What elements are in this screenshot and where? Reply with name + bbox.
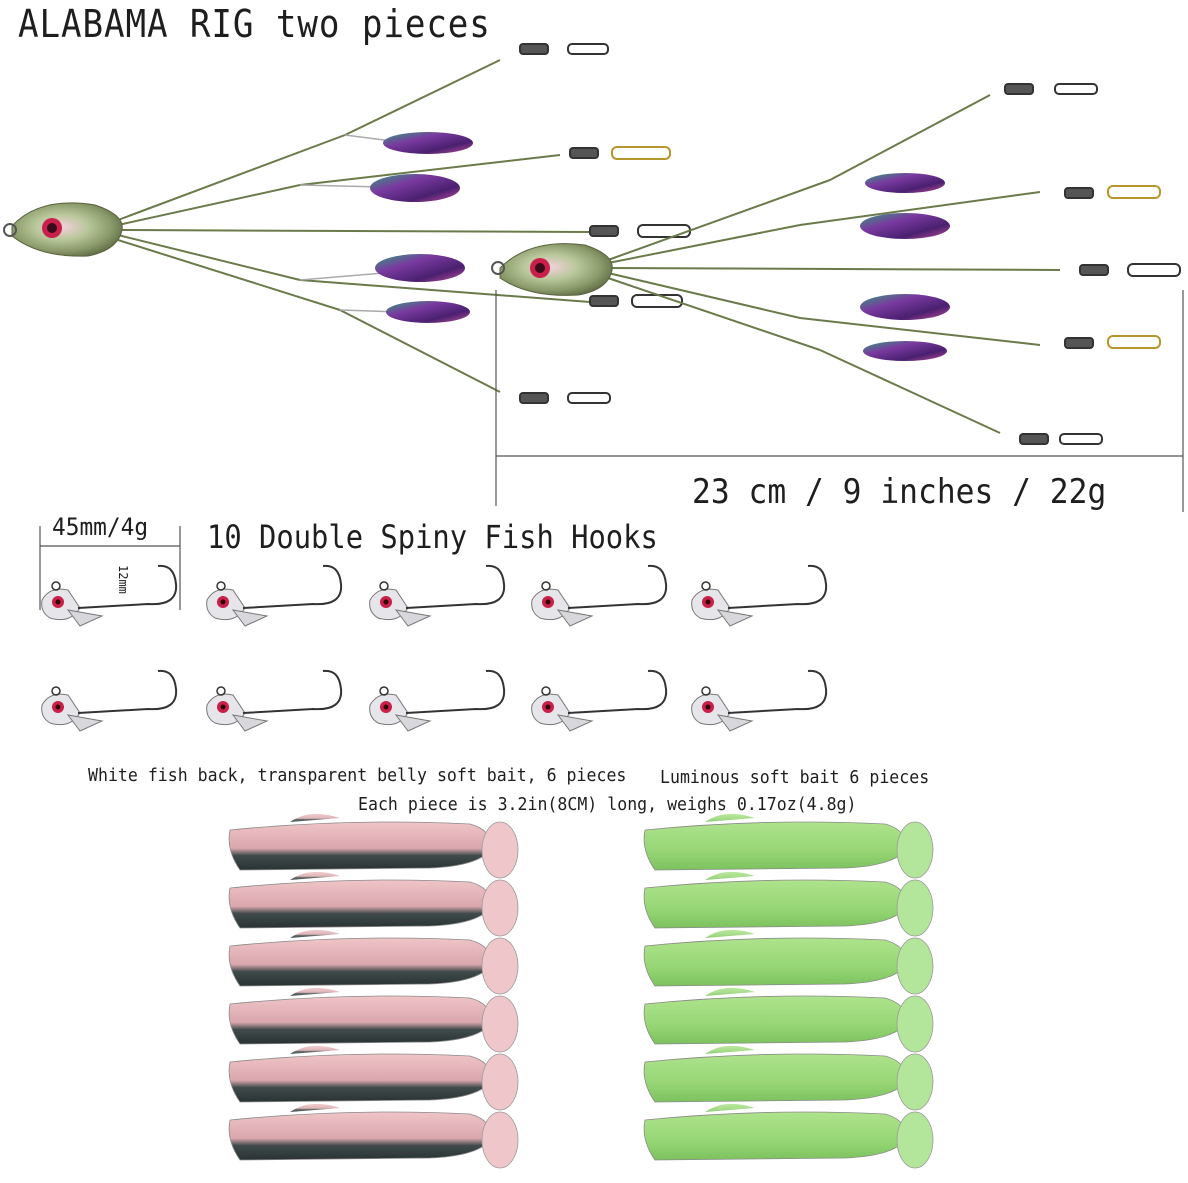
soft-bait xyxy=(228,871,519,937)
rig-dimension-label: 23 cm / 9 inches / 22g xyxy=(692,472,1107,512)
soft-bait xyxy=(228,813,519,879)
jig-hook xyxy=(41,669,178,732)
jig-hook xyxy=(41,564,178,627)
luminous-bait-label: Luminous soft bait 6 pieces xyxy=(660,767,930,788)
soft-bait xyxy=(228,929,519,995)
jig-hook xyxy=(206,669,343,732)
soft-bait xyxy=(643,929,934,995)
rig-dimension-lines xyxy=(495,290,1184,512)
alabama-rig-1 xyxy=(3,43,691,404)
jig-hook xyxy=(691,564,828,627)
bait-size-label: Each piece is 3.2in(8CM) long, weighs 0.… xyxy=(358,794,857,815)
luminous-soft-baits xyxy=(643,813,934,1169)
jig-hook xyxy=(369,564,506,627)
hook-dimension-lines xyxy=(39,526,181,610)
hooks-label: 10 Double Spiny Fish Hooks xyxy=(207,518,658,556)
soft-bait xyxy=(643,813,934,879)
jig-hook xyxy=(369,669,506,732)
jig-hooks xyxy=(41,564,828,732)
soft-bait xyxy=(643,1045,934,1111)
soft-bait xyxy=(643,987,934,1053)
soft-bait xyxy=(643,1103,934,1169)
hook-dimension-label: 45mm/4g xyxy=(52,513,149,541)
page-title: ALABAMA RIG two pieces xyxy=(18,2,491,46)
white-bait-label: White fish back, transparent belly soft … xyxy=(88,765,627,786)
jig-hook xyxy=(206,564,343,627)
white-soft-baits xyxy=(228,813,519,1169)
hook-height-label: 12mm xyxy=(116,565,130,594)
soft-bait xyxy=(643,871,934,937)
jig-hook xyxy=(691,669,828,732)
jig-hook xyxy=(531,669,668,732)
soft-bait xyxy=(228,1045,519,1111)
alabama-rig-2 xyxy=(491,83,1181,445)
soft-bait xyxy=(228,987,519,1053)
soft-bait xyxy=(228,1103,519,1169)
jig-hook xyxy=(531,564,668,627)
